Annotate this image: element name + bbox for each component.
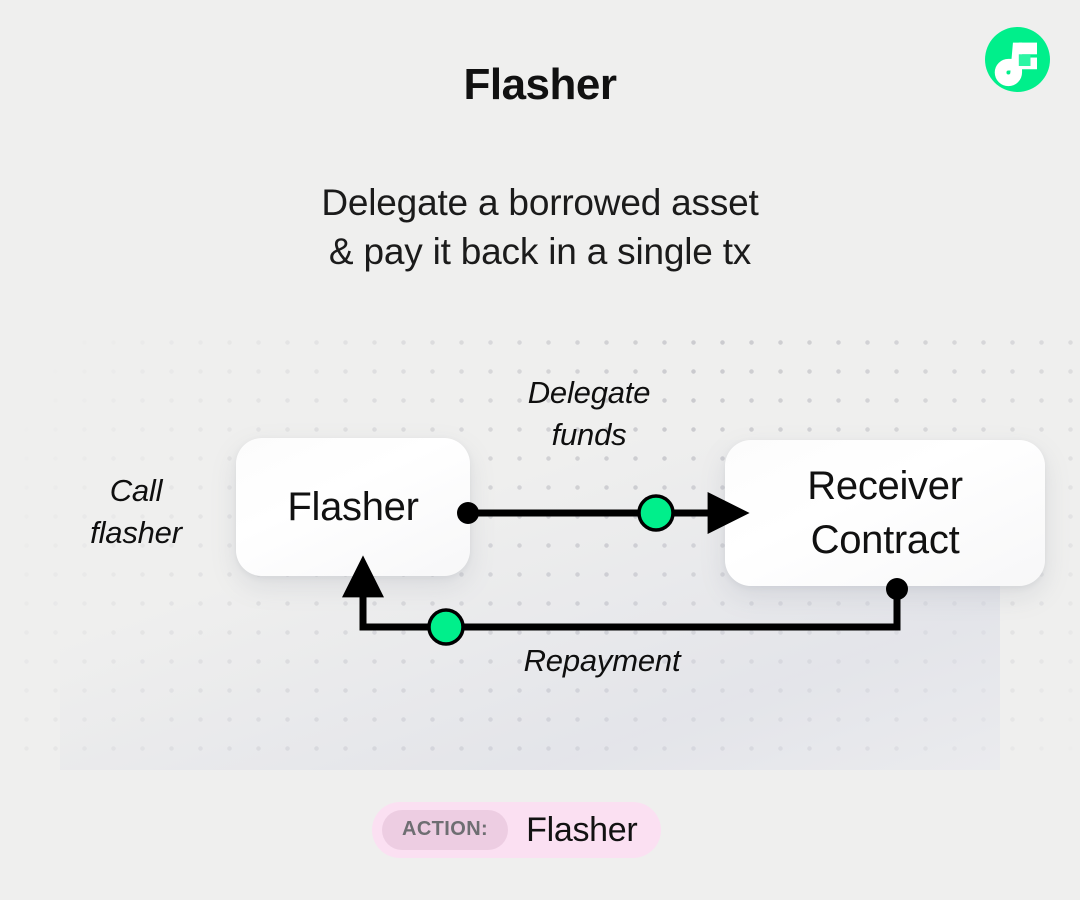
call-flasher-line-2: flasher [90,515,182,550]
page-title: Flasher [463,60,617,109]
subtitle-line-2: & pay it back in a single tx [328,231,752,272]
delegate-line-1: Delegate [527,375,651,410]
action-badge[interactable]: ACTION: Flasher [372,802,662,858]
node-flasher-label: Flasher [287,485,419,529]
node-flasher[interactable]: Flasher [236,438,470,576]
node-receiver-label: Receiver Contract [807,459,963,567]
node-receiver-contract[interactable]: Receiver Contract [725,440,1045,586]
edge-label-call-flasher: Call flasher [40,470,232,554]
edge-label-delegate-funds: Delegate funds [478,372,700,456]
edge-label-repayment: Repayment [523,643,681,678]
page-subtitle: Delegate a borrowed asset & pay it back … [0,178,1080,276]
subtitle-line-1: Delegate a borrowed asset [321,182,759,223]
action-badge-chip: ACTION: [382,810,509,850]
call-flasher-line-1: Call [109,473,163,508]
delegate-line-2: funds [551,417,627,452]
node-receiver-label-line-1: Receiver [807,464,963,508]
node-receiver-label-line-2: Contract [810,518,960,562]
flow-logo-icon [985,27,1050,92]
action-badge-value: Flasher [526,810,638,849]
